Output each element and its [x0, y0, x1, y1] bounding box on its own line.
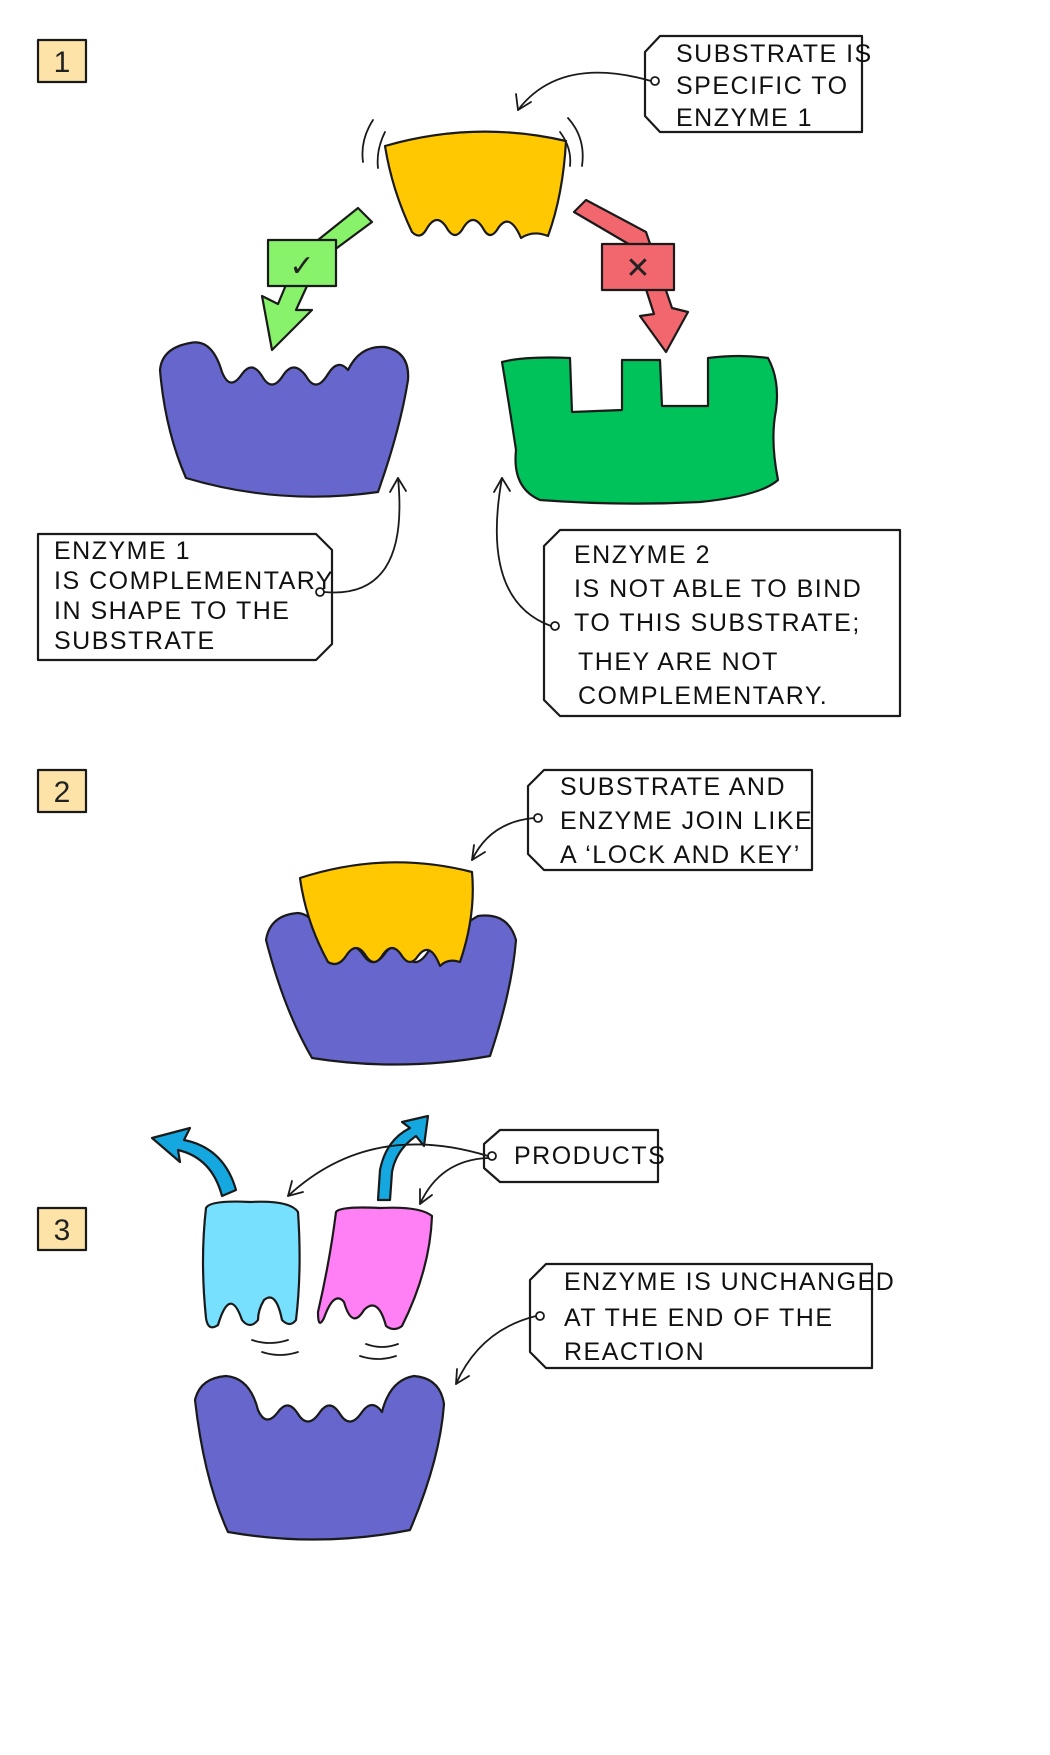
enzyme-2-line-3: TO THIS SUBSTRATE; [574, 609, 861, 637]
step-3-marker: 3 [36, 1206, 88, 1252]
enzyme-unchanged-line-1: ENZYME IS UNCHANGED [564, 1268, 895, 1296]
step-1-number: 1 [54, 46, 71, 79]
step-3-number: 3 [54, 1214, 71, 1247]
enzyme-unchanged-line-3: REACTION [564, 1338, 705, 1366]
substrate-step-2 [298, 861, 474, 968]
enzyme-1-line-3: IN SHAPE TO THE [54, 597, 290, 625]
cross-icon: ✕ [625, 251, 650, 286]
enzyme-2-line-2: IS NOT ABLE TO BIND [574, 575, 862, 603]
label-products: PRODUCTS [287, 1128, 666, 1205]
enzyme-2-step-1 [500, 354, 780, 505]
enzyme-1-step-1 [158, 341, 410, 498]
product-2 [316, 1206, 434, 1331]
label-lock-and-key: SUBSTRATE AND ENZYME JOIN LIKE A ‘LOCK A… [471, 768, 814, 872]
label-enzyme-1-complementary: ENZYME 1 IS COMPLEMENTARY IN SHAPE TO TH… [36, 477, 407, 662]
product-1 [201, 1200, 301, 1329]
lock-and-key-line-3: A ‘LOCK AND KEY’ [560, 841, 801, 869]
step-2-marker: 2 [36, 768, 88, 814]
substrate-step-1 [361, 117, 584, 240]
substrate-specific-line-3: ENZYME 1 [676, 104, 813, 132]
label-enzyme-2-not-complementary: ENZYME 2 IS NOT ABLE TO BIND TO THIS SUB… [493, 477, 902, 718]
products-label-text: PRODUCTS [514, 1142, 666, 1170]
lock-and-key-line-2: ENZYME JOIN LIKE [560, 807, 813, 835]
tick-arrow: ✓ [260, 206, 374, 352]
enzyme-substrate-complex [264, 861, 518, 1066]
check-icon: ✓ [289, 249, 314, 284]
step-1-marker: 1 [36, 38, 88, 84]
label-substrate-specific: SUBSTRATE IS SPECIFIC TO ENZYME 1 [515, 34, 873, 134]
enzyme-unchanged-line-2: AT THE END OF THE [564, 1304, 834, 1332]
lock-and-key-line-1: SUBSTRATE AND [560, 773, 786, 801]
substrate-specific-line-1: SUBSTRATE IS [676, 40, 873, 68]
enzyme-2-line-4: THEY ARE NOT [578, 648, 779, 676]
substrate-specific-line-2: SPECIFIC TO [676, 72, 849, 100]
enzyme-1-line-1: ENZYME 1 [54, 537, 191, 565]
enzyme-1-line-2: IS COMPLEMENTARY [54, 567, 334, 595]
motion-lines [251, 1339, 399, 1360]
release-arrow-icon [150, 1114, 430, 1202]
step-2-number: 2 [54, 776, 71, 809]
label-enzyme-unchanged: ENZYME IS UNCHANGED AT THE END OF THE RE… [455, 1262, 895, 1385]
enzyme-2-line-1: ENZYME 2 [574, 541, 711, 569]
enzyme-1-step-3 [193, 1374, 446, 1541]
enzyme-2-line-5: COMPLEMENTARY. [578, 682, 828, 710]
cross-arrow: ✕ [572, 198, 690, 354]
enzyme-1-line-4: SUBSTRATE [54, 627, 216, 655]
